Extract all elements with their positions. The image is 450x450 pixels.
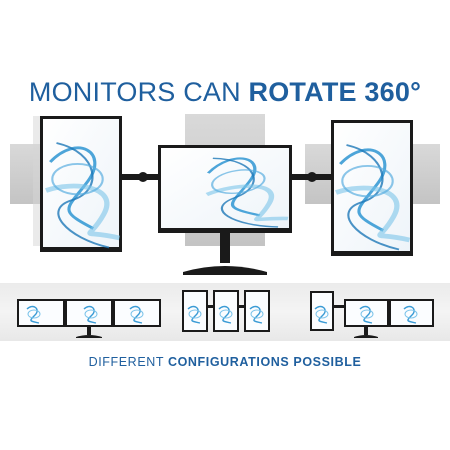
right-arm-joint — [307, 172, 317, 182]
left-arm-joint — [138, 172, 148, 182]
headline-light: MONITORS CAN — [28, 77, 249, 107]
config-three-landscape — [17, 299, 161, 338]
config-portrait-plus-landscape — [310, 291, 434, 338]
configurations-band — [0, 283, 450, 341]
subline-light: DIFFERENT — [88, 355, 168, 369]
headline: MONITORS CAN ROTATE 360° — [0, 76, 450, 108]
triple-monitor-arm-graphic — [10, 114, 440, 275]
center-landscape-monitor — [158, 145, 292, 275]
subline: DIFFERENT CONFIGURATIONS POSSIBLE — [0, 354, 450, 370]
subline-bold: CONFIGURATIONS POSSIBLE — [167, 355, 362, 369]
headline-bold: ROTATE 360° — [248, 77, 422, 107]
left-portrait-monitor — [40, 116, 122, 252]
configurations-graphic — [17, 290, 434, 338]
hero-monitor-illustration — [0, 112, 450, 282]
config-three-portrait — [182, 290, 270, 332]
right-portrait-monitor — [331, 120, 413, 256]
